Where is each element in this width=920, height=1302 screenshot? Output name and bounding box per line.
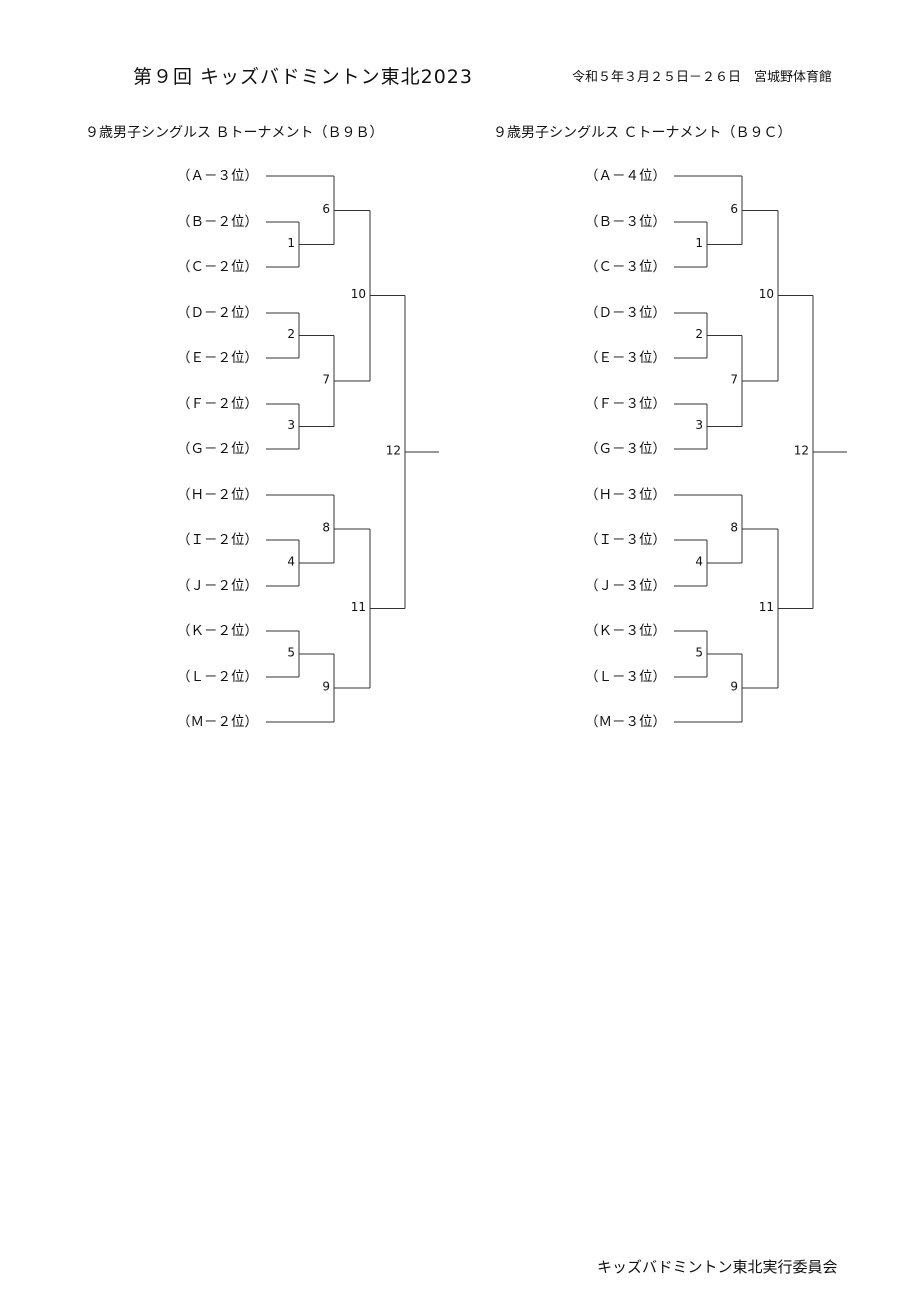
entry-label: （Ｂ－２位） (177, 214, 258, 230)
match-number: 5 (695, 646, 703, 660)
match-number: 9 (322, 680, 330, 694)
entry-label: （Ｃ－３位） (585, 259, 666, 275)
match-number: 3 (695, 418, 703, 432)
entry-label: （Ｂ－３位） (585, 214, 666, 230)
entry-label: （Ｇ－２位） (177, 441, 258, 457)
entry-label: （Ｆ－２位） (177, 396, 258, 412)
match-number: 10 (759, 287, 774, 301)
entry-label: （Ａ－３位） (177, 168, 258, 184)
entry-label: （Ｆ－３位） (585, 396, 666, 412)
match-number: 6 (730, 202, 738, 216)
match-number: 12 (794, 444, 809, 458)
match-number: 10 (351, 287, 366, 301)
match-number: 3 (287, 418, 295, 432)
entry-label: （Ｅ－２位） (177, 350, 258, 366)
entry-label: （Ｌ－２位） (177, 669, 258, 685)
entry-label: （Ｋ－３位） (585, 623, 666, 639)
match-number: 8 (322, 521, 330, 535)
match-number: 8 (730, 521, 738, 535)
match-number: 9 (730, 680, 738, 694)
entry-label: （Ｄ－２位） (177, 305, 258, 321)
match-number: 2 (695, 327, 703, 341)
match-number: 6 (322, 202, 330, 216)
page-title: 第９回 キッズバドミントン東北2023 (133, 66, 473, 88)
tournament-brackets: （Ａ－３位） （Ｂ－２位） （Ｃ－２位） （Ｄ－２位） （Ｅ－２位） （Ｆ－２位） （Ｇ－２… (177, 168, 847, 730)
entry-label: （Ｈ－３位） (585, 487, 666, 503)
match-number: 4 (695, 555, 703, 569)
match-number: 5 (287, 646, 295, 660)
match-number: 11 (351, 600, 366, 614)
entry-label: （Ａ－４位） (585, 168, 666, 184)
match-number: 12 (386, 444, 401, 458)
entry-label: （Ｉ－２位） (177, 532, 258, 548)
match-number: 11 (759, 600, 774, 614)
entry-label: （Ｍ－３位） (585, 714, 666, 730)
match-number: 1 (695, 236, 703, 250)
match-number: 4 (287, 555, 295, 569)
entry-label: （Ｍ－２位） (177, 714, 258, 730)
entry-label: （Ｃ－２位） (177, 259, 258, 275)
entry-label: （Ｋ－２位） (177, 623, 258, 639)
match-number: 7 (730, 373, 738, 387)
entry-label: （Ｄ－３位） (585, 305, 666, 321)
match-number: 1 (287, 236, 295, 250)
entry-label: （Ｌ－３位） (585, 669, 666, 685)
entry-label: （Ｈ－２位） (177, 487, 258, 503)
entry-label: （Ｊ－２位） (177, 578, 258, 594)
event-date-venue: 令和５年３月２５日－２６日 宮城野体育館 (572, 70, 833, 85)
match-number: 2 (287, 327, 295, 341)
organizer-name: キッズバドミントン東北実行委員会 (597, 1258, 838, 1276)
match-number: 7 (322, 373, 330, 387)
entry-label: （Ｇ－３位） (585, 441, 666, 457)
bracket-b-title: ９歳男子シングルス Ｂトーナメント（Ｂ９Ｂ） (85, 125, 384, 141)
bracket-c-title: ９歳男子シングルス Ｃトーナメント（Ｂ９Ｃ） (493, 125, 792, 141)
entry-label: （Ｉ－３位） (585, 532, 666, 548)
entry-label: （Ｊ－３位） (585, 578, 666, 594)
entry-label: （Ｅ－３位） (585, 350, 666, 366)
